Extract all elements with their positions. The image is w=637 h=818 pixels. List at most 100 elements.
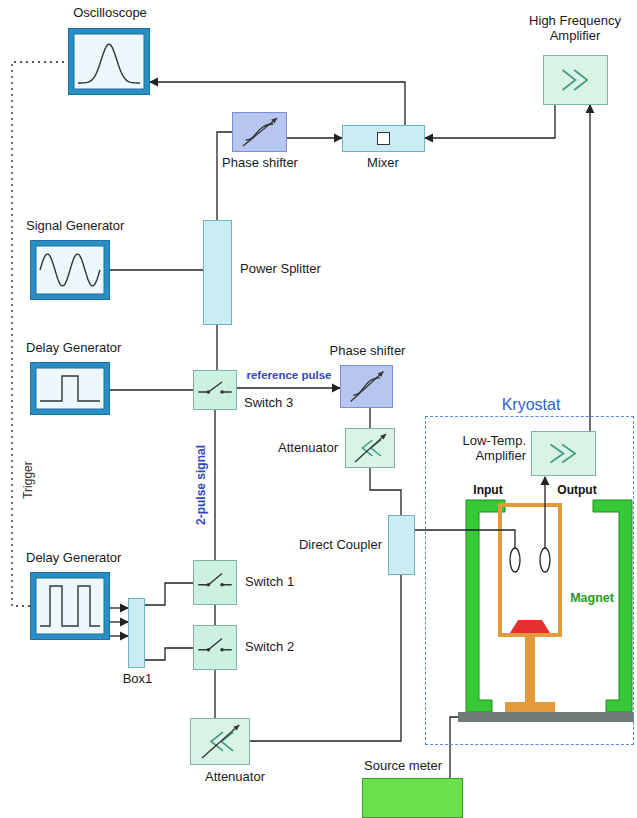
sample	[510, 620, 550, 633]
box-outline	[531, 431, 596, 476]
box-label: Delay Generator	[26, 341, 156, 356]
signal-line	[217, 132, 232, 220]
signal-line	[369, 408, 370, 428]
icon	[31, 241, 110, 300]
attenuator: Attenuator	[190, 718, 250, 765]
signal-line	[145, 648, 193, 660]
signal-line	[237, 387, 340, 388]
signal-line	[370, 468, 401, 515]
box-label: Phase shifter	[315, 344, 420, 359]
output-wire	[544, 477, 545, 548]
box-label: Low-Temp. Amplifier	[433, 434, 526, 464]
box-outline	[30, 362, 110, 415]
box-outline	[190, 718, 250, 765]
box-label: Box1	[110, 672, 165, 687]
amplifier-box: Low-Temp. Amplifier	[531, 431, 596, 476]
icon	[191, 719, 250, 765]
input-wire	[415, 530, 515, 548]
region-title: Kryostat	[481, 396, 581, 414]
power-splitter: Power Splitter	[203, 220, 232, 325]
icon	[129, 599, 145, 668]
icon	[544, 56, 608, 105]
box-outline	[30, 240, 110, 300]
box-label: Oscilloscope	[55, 6, 165, 21]
box-outline	[193, 625, 237, 670]
box-outline	[362, 778, 463, 818]
box-label: Delay Generator	[26, 551, 156, 566]
box-outline	[203, 220, 232, 325]
edge-label: 2-pulse signal	[193, 435, 209, 535]
box-outline	[128, 598, 145, 668]
port-label: Output	[552, 482, 602, 498]
phase-shifter: Phase shifter	[232, 112, 287, 152]
magnet-pole	[593, 500, 632, 712]
icon	[194, 561, 237, 605]
box-outline	[342, 125, 425, 152]
signal-line	[214, 605, 215, 625]
direct-coupler: Direct Coupler	[388, 515, 415, 575]
signal-line	[214, 670, 215, 718]
phase-shifter: Phase shifter	[340, 365, 393, 408]
signal-line	[589, 105, 590, 431]
signal-line	[214, 410, 215, 560]
cryostat-region: KryostatLow-Temp. Amplifier	[425, 416, 634, 745]
signal-line	[110, 269, 203, 270]
port-label: Input	[468, 482, 508, 498]
source-meter: Source meter	[362, 778, 463, 818]
icon	[341, 366, 393, 408]
signal-generator: Signal Generator	[30, 240, 110, 300]
signal-line	[110, 635, 128, 636]
box-label: Direct Coupler	[278, 538, 382, 553]
box-outline	[193, 370, 237, 410]
icon	[233, 113, 287, 152]
icon	[343, 126, 425, 152]
box-label: Signal Generator	[26, 219, 156, 234]
box-label: Attenuator	[255, 441, 338, 456]
sample-holder	[500, 505, 560, 635]
signal-line	[425, 105, 555, 138]
box-outline	[340, 365, 393, 408]
holder-foot	[505, 702, 555, 712]
box-outline	[543, 55, 608, 105]
attenuator: Attenuator	[345, 428, 395, 468]
signal-line	[145, 583, 193, 605]
delay-generator: Delay Generator	[30, 362, 110, 415]
signal-line	[110, 621, 128, 622]
signal-line	[216, 325, 217, 370]
signal-line	[110, 389, 193, 390]
icon	[31, 363, 110, 415]
box-label: Switch 1	[245, 575, 315, 590]
oscilloscope: Oscilloscope	[68, 28, 150, 95]
holder-stem	[525, 635, 535, 702]
pickup-coil	[510, 548, 520, 572]
source-wire	[450, 717, 458, 778]
box-label: Attenuator	[185, 770, 285, 785]
icon	[389, 516, 415, 575]
icon	[194, 626, 237, 670]
box-label: Source meter	[364, 759, 474, 774]
switch-box: Switch 3	[193, 370, 237, 410]
icon	[204, 221, 232, 325]
icon	[31, 573, 110, 640]
box-label: Switch 2	[245, 640, 315, 655]
switch-box: Switch 2	[193, 625, 237, 670]
base-plate	[458, 712, 634, 722]
box-outline	[345, 428, 395, 468]
box-label: High Frequency Amplifier	[515, 14, 635, 44]
switch-box: Switch 1	[193, 560, 237, 605]
icon	[194, 371, 237, 410]
mixer-box: Mixer	[342, 125, 425, 152]
signal-line	[110, 607, 128, 608]
box-label: Mixer	[343, 156, 423, 171]
splitter-box: Box1	[128, 598, 145, 668]
amplifier-box: High Frequency Amplifier	[543, 55, 608, 105]
box-outline	[193, 560, 237, 605]
icon	[69, 29, 150, 95]
box-outline	[30, 572, 110, 640]
signal-line	[287, 137, 342, 138]
box-outline	[232, 112, 287, 152]
trigger-line	[12, 62, 68, 606]
box-label: Switch 3	[244, 396, 314, 411]
pickup-coil	[540, 548, 550, 572]
